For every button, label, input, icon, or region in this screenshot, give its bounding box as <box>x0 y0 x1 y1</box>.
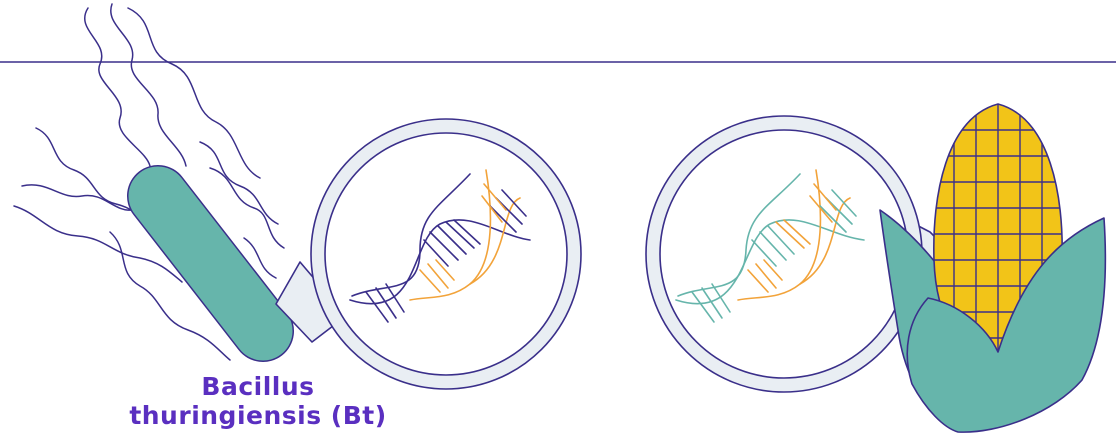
magnifier-left-glass <box>325 133 567 375</box>
magnifier-left <box>276 119 581 389</box>
caption-line-1: Bacillus <box>93 372 423 401</box>
bacterium <box>158 196 263 331</box>
magnifier-right-glass <box>660 130 908 378</box>
caption-line-2: thuringiensis (Bt) <box>93 401 423 430</box>
corn <box>880 96 1105 432</box>
bacterium-caption: Bacillus thuringiensis (Bt) <box>93 372 423 430</box>
